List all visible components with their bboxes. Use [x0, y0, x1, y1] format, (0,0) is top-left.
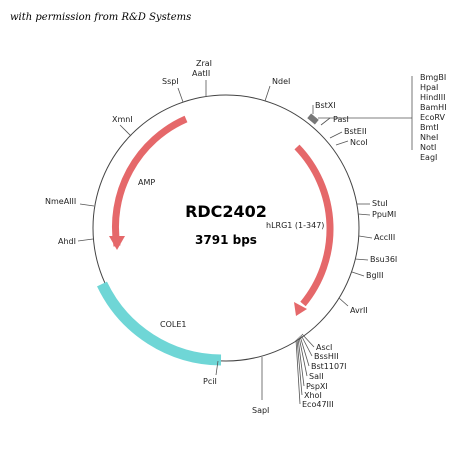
site-tick-bglii [351, 271, 365, 277]
site-tick-bsshii [300, 334, 313, 357]
site-label-hindiii: HindIII [420, 93, 445, 102]
site-tick-ncoi [335, 140, 349, 146]
cole1-feature-arc [97, 281, 222, 366]
site-label-bglii: BglII [366, 271, 384, 280]
plasmid-name: RDC2402 [185, 202, 267, 221]
site-label-ppumi: PpuMI [372, 210, 396, 219]
site-label-sapi: SapI [252, 406, 269, 415]
feature-label-cole1: COLE1 [160, 320, 186, 329]
site-label-pasi: PasI [333, 115, 349, 124]
site-tick-asci [301, 333, 315, 348]
mcs-bottom-fan: AscI BssHII Bst1107I SalI PspXI XhoI Eco… [295, 333, 347, 409]
site-label-bsteii: BstEII [344, 127, 367, 136]
site-label-aatii: AatII [192, 69, 210, 78]
site-label-stui: StuI [372, 199, 388, 208]
site-label-bsu36i: Bsu36I [370, 255, 397, 264]
site-label-pspxi: PspXI [306, 382, 328, 391]
hlrg1-arrowhead [294, 302, 307, 316]
site-label-ecorv: EcoRV [420, 113, 445, 122]
site-label-hpai: HpaI [420, 83, 438, 92]
site-tick-pasi [320, 117, 331, 126]
site-label-ncoi: NcoI [350, 138, 368, 147]
site-tick-xmni [119, 124, 132, 137]
site-label-bmgbi: BmgBI [420, 73, 446, 82]
site-label-noti: NotI [420, 143, 436, 152]
site-label-asci: AscI [316, 343, 332, 352]
site-label-nmeaiii: NmeAIII [45, 197, 76, 206]
plasmid-backbone [92, 94, 360, 362]
site-label-bstxi: BstXI [315, 101, 336, 110]
site-tick-bsteii [329, 131, 343, 139]
amp-arrowhead [109, 236, 125, 250]
site-tick-acciii [358, 235, 373, 239]
feature-label-amp: AMP [138, 178, 155, 187]
site-tick-sali [298, 336, 308, 377]
credit-text: with permission from R&D Systems [10, 12, 191, 23]
site-tick-xhoi [296, 338, 303, 396]
site-label-eco47iii: Eco47III [302, 400, 334, 409]
site-label-ahdi: AhdI [58, 237, 76, 246]
site-label-bst1107i: Bst1107I [311, 362, 347, 371]
site-label-bsshii: BssHII [314, 352, 339, 361]
site-label-sspi: SspI [162, 77, 179, 86]
site-label-bmti: BmtI [420, 123, 439, 132]
site-tick-eco47iii [295, 339, 301, 405]
feature-label-hlrg1: hLRG1 (1-347) [266, 221, 324, 230]
site-tick-nmeaiii [79, 203, 95, 207]
site-label-xmni: XmnI [112, 115, 133, 124]
site-label-eagi: EagI [420, 153, 437, 162]
plasmid-size: 3791 bps [195, 233, 257, 247]
site-tick-ahdi [77, 238, 94, 242]
site-tick-pcii [215, 360, 219, 376]
site-tick-bst1107i [299, 335, 310, 367]
site-tick-pspxi [297, 337, 305, 387]
bstxi-feature-box [307, 113, 319, 125]
hlrg1-feature-arc [294, 144, 334, 307]
site-label-ndei: NdeI [272, 77, 290, 86]
site-tick-bsu36i [354, 258, 369, 261]
site-label-xhoi: XhoI [304, 391, 322, 400]
mcs-right-list: BmgBI HpaI HindIII BamHI EcoRV BmtI NheI… [420, 73, 447, 162]
site-label-avrii: AvrII [350, 306, 368, 315]
amp-feature-arc [111, 115, 188, 247]
site-label-bamhi: BamHI [420, 103, 447, 112]
site-tick-avrii [338, 297, 349, 307]
site-label-acciii: AccIII [374, 233, 395, 242]
site-tick-sspi [177, 87, 184, 103]
site-label-pcii: PciI [203, 377, 217, 386]
site-label-nhei: NheI [420, 133, 438, 142]
site-label-zrai: ZraI [196, 59, 212, 68]
site-tick-ndei [264, 85, 271, 102]
site-label-sali: SalI [309, 372, 324, 381]
site-tick-ppumi [357, 213, 371, 216]
